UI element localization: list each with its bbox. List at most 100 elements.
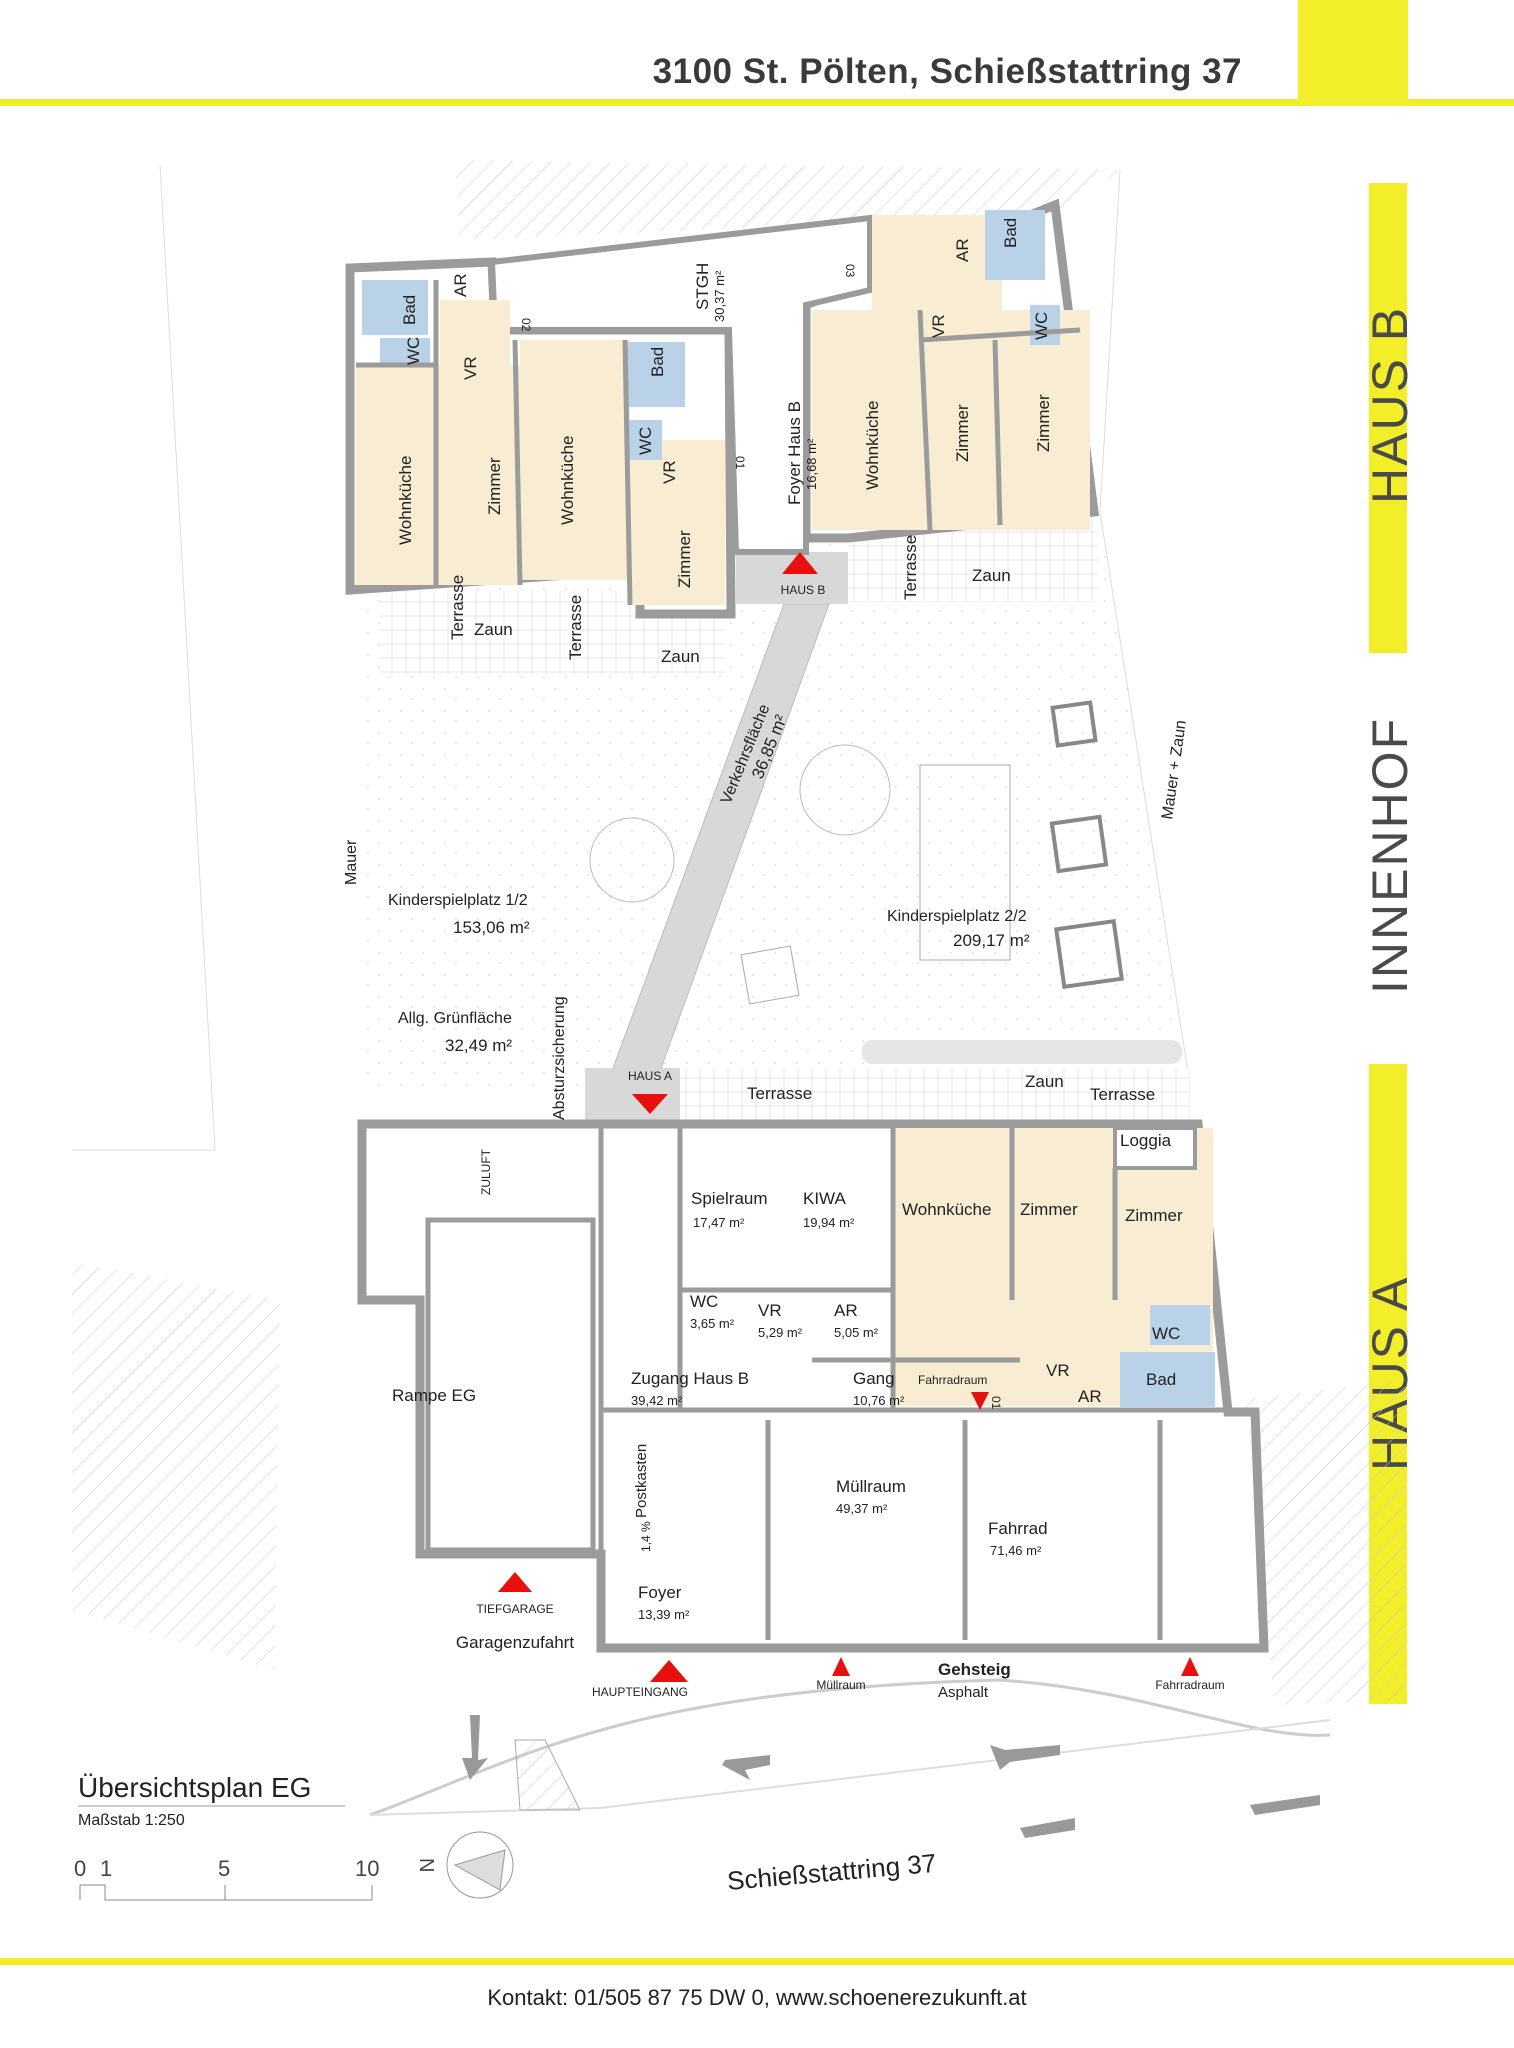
entrance-haus-b-triangle (782, 552, 818, 574)
spielplatz-2-area: 209,17 m² (953, 931, 1030, 950)
room-foyer: Foyer (638, 1583, 682, 1602)
tree (799, 744, 891, 836)
street-name: Schießstattring 37 (726, 1848, 937, 1896)
room-bad: Bad (1001, 218, 1020, 248)
side-bar-haus-b (1369, 183, 1407, 653)
north-arrow-icon: N (415, 1831, 514, 1899)
absturzsicherung-label: Absturzsicherung (551, 996, 568, 1120)
footer-contact: Kontakt: 01/505 87 75 DW 0, www.schoener… (487, 1985, 1027, 2010)
fahrradraum-label: Fahrradraum (918, 1373, 987, 1387)
room-gang: Gang (853, 1369, 895, 1388)
entrance-label-haus-b: HAUS B (781, 583, 826, 597)
room-wohnkueche: Wohnküche (558, 436, 577, 525)
room-vr: VR (758, 1301, 782, 1320)
postkasten-label: Postkasten (633, 1444, 650, 1518)
muellraum-triangle (832, 1657, 850, 1676)
room-ar: AR (953, 238, 972, 262)
fahrradraum-entry-label: Fahrradraum (1155, 1678, 1224, 1692)
room-bad: Bad (400, 295, 419, 325)
door-code: 03 (843, 264, 857, 278)
terrasse-label: Terrasse (448, 575, 467, 640)
room-ar: AR (451, 273, 470, 297)
room-zugang-haus-b-area: 39,42 m² (631, 1393, 683, 1408)
hedge (862, 1040, 1182, 1064)
room-kiwa: KIWA (803, 1189, 846, 1208)
gruenflaeche-area: 32,49 m² (445, 1036, 512, 1055)
entrance-markers (498, 552, 1199, 1682)
room-fahrrad: Fahrrad (988, 1519, 1048, 1538)
room-ar: AR (834, 1301, 858, 1320)
entrance-label-haus-a: HAUS A (628, 1069, 672, 1083)
room-muellraum: Müllraum (836, 1477, 906, 1496)
room-zimmer: Zimmer (485, 457, 504, 515)
zaun-label: Zaun (474, 620, 513, 639)
gefaelle-label: 1,4 % (639, 1521, 653, 1552)
room-zimmer: Zimmer (1034, 394, 1053, 452)
room-rampe-eg: Rampe EG (392, 1386, 476, 1405)
room-ar: AR (1078, 1387, 1102, 1406)
tiefgarage-triangle (498, 1572, 532, 1592)
sandbox (1053, 918, 1125, 990)
haus-b-entry-area (736, 552, 848, 604)
room-zimmer: Zimmer (953, 404, 972, 462)
room-loggia: Loggia (1120, 1131, 1172, 1150)
plan-title: Übersichtsplan EG (78, 1772, 311, 1803)
room-wc: WC (404, 337, 423, 365)
gehsteig-label: Gehsteig (938, 1660, 1011, 1679)
haus-a-building (357, 1119, 1269, 1653)
zuluft-label: ZULUFT (479, 1148, 493, 1195)
room-wc: WC (1032, 312, 1051, 340)
room-vr-area: 5,29 m² (758, 1325, 803, 1340)
zaun-label: Zaun (972, 566, 1011, 585)
tree (589, 817, 675, 903)
neighbor-hatch-left (72, 1262, 280, 1670)
terrasse-label: Terrasse (566, 595, 585, 660)
haus-b-labels: Bad AR WC VR Wohnküche Zimmer Wohnküche … (396, 218, 1053, 666)
haupteingang-triangle (650, 1660, 688, 1682)
room-wohnkueche: Wohnküche (863, 401, 882, 490)
haus-b-building (345, 198, 1100, 619)
room-kiwa-area: 19,94 m² (803, 1215, 855, 1230)
footer-rule (0, 1958, 1514, 1965)
room-zugang-haus-b: Zugang Haus B (631, 1369, 749, 1388)
road-edge (369, 1719, 1331, 1816)
room-bad: Bad (1146, 1370, 1176, 1389)
room-wc-area: 3,65 m² (690, 1316, 735, 1331)
room-stgh-area: 30,37 m² (712, 270, 727, 322)
zaun-label: Zaun (661, 647, 700, 666)
north-label: N (415, 1858, 437, 1872)
room-wc: WC (1152, 1324, 1180, 1343)
haus-a-labels: HAUS A Terrasse Terrasse Zaun Loggia Spi… (392, 1069, 1225, 1701)
fahrradraum-entry-triangle (1181, 1657, 1199, 1676)
room-vr: VR (660, 460, 679, 484)
room-vr: VR (461, 356, 480, 380)
door-code: 01 (733, 456, 747, 470)
play-equipment (919, 764, 1011, 961)
spielplatz-1-area: 153,06 m² (453, 918, 530, 937)
header-accent-block (1298, 0, 1408, 102)
traffic-arrows (462, 1715, 1320, 1838)
muellraum-entry-label: Müllraum (816, 1678, 865, 1692)
room-zimmer: Zimmer (1020, 1200, 1078, 1219)
sandbox (740, 945, 800, 1005)
room-muellraum-area: 49,37 m² (836, 1501, 888, 1516)
mauer-label: Mauer (343, 839, 360, 885)
scale-tick: 10 (355, 1856, 379, 1881)
terrasse-label: Terrasse (1090, 1085, 1155, 1104)
road-curve (369, 1678, 1331, 1817)
room-foyer-haus-b: Foyer Haus B (785, 401, 804, 505)
terrasse-label: Terrasse (747, 1084, 812, 1103)
plan-legend: Übersichtsplan EG Maßstab 1:250 0 1 5 10… (74, 1772, 514, 1901)
room-wc: WC (636, 427, 655, 455)
scale-tick: 1 (100, 1856, 112, 1881)
neighbor-hatch-right (1240, 1380, 1405, 1705)
tiefgarage-label: TIEFGARAGE (476, 1602, 553, 1616)
door-code: 01 (989, 1396, 1003, 1410)
room-foyer-haus-b-area: 16,68 m² (804, 438, 819, 490)
site-line (72, 164, 216, 1151)
room-wc: WC (690, 1292, 718, 1311)
room-gang-area: 10,76 m² (853, 1393, 905, 1408)
spielplatz-2-label: Kinderspielplatz 2/2 (887, 908, 1027, 925)
room-zimmer: Zimmer (675, 530, 694, 588)
